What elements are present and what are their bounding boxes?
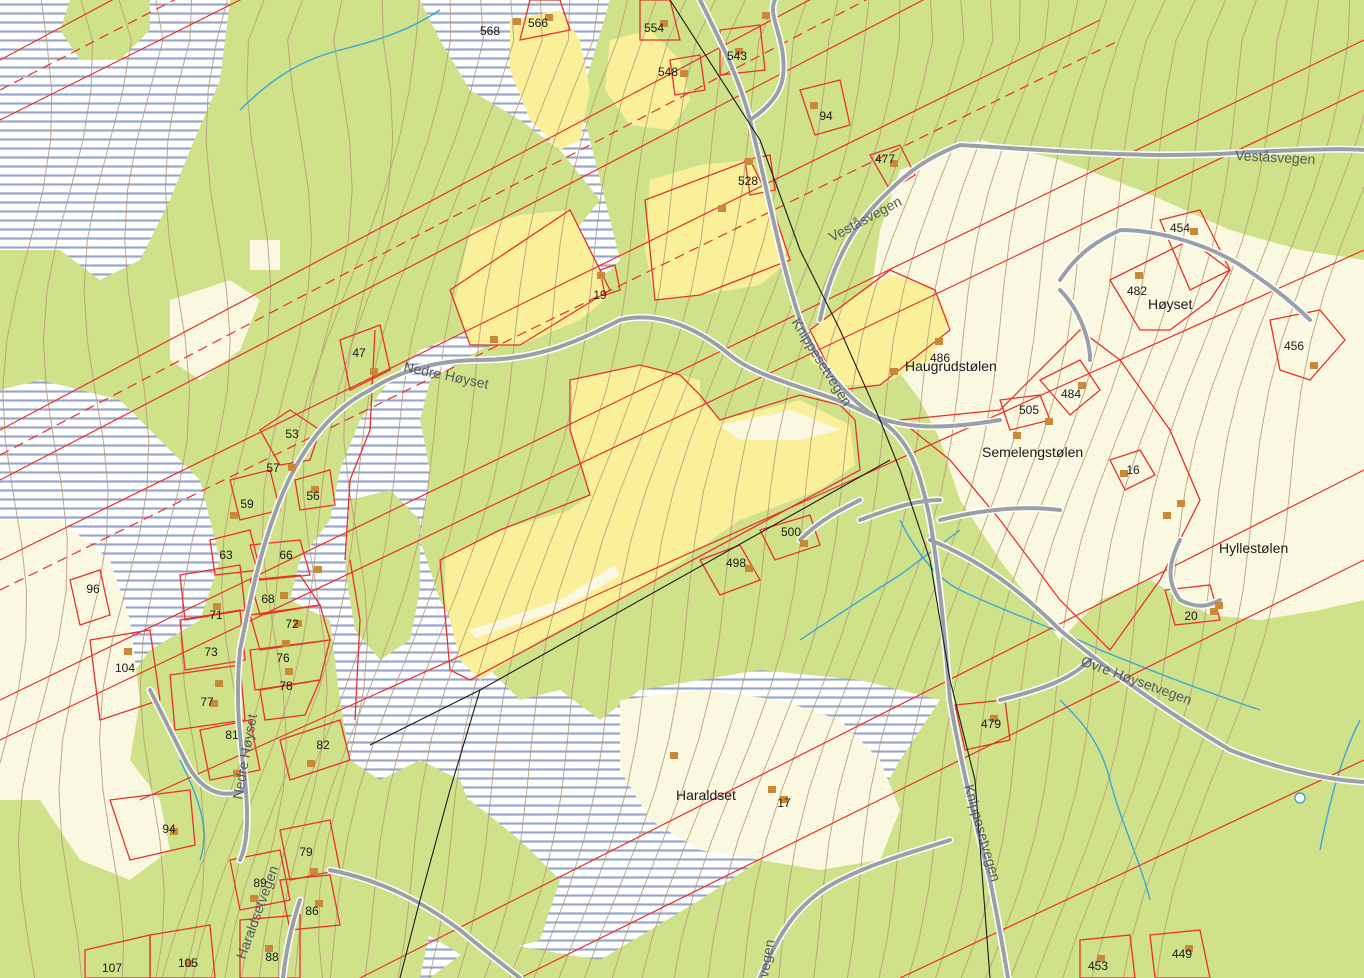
parcel-label: 554 bbox=[644, 21, 664, 35]
parcel-label: 59 bbox=[240, 497, 254, 511]
property-parcels bbox=[69, 0, 1346, 978]
parcel-label: 47 bbox=[352, 346, 366, 360]
power-lines bbox=[369, 0, 991, 978]
parcel-label: 53 bbox=[285, 427, 299, 441]
parcel-label: 73 bbox=[204, 645, 218, 659]
parcel-label: 57 bbox=[266, 461, 280, 475]
parcel-label: 19 bbox=[593, 288, 607, 302]
parcel-label: 17 bbox=[777, 796, 791, 810]
parcel-label: 456 bbox=[1284, 339, 1304, 353]
parcel-label: 94 bbox=[819, 109, 833, 123]
parcel-label: 16 bbox=[1126, 463, 1140, 477]
place-label-hyllestolen: Hyllestølen bbox=[1219, 540, 1288, 556]
parcel-label: 453 bbox=[1088, 959, 1108, 973]
roads bbox=[146, 0, 1364, 978]
parcel-label: 454 bbox=[1170, 221, 1190, 235]
parcel-label: 77 bbox=[200, 695, 214, 709]
parcel-label: 68 bbox=[261, 592, 275, 606]
place-label-semelengstolen: Semelengstølen bbox=[982, 444, 1083, 460]
parcel-label: 486 bbox=[930, 351, 950, 365]
parcel-label: 498 bbox=[726, 556, 746, 570]
parcel-label: 96 bbox=[86, 582, 100, 596]
place-label-haraldset: Haraldset bbox=[676, 787, 736, 803]
parcel-label: 94 bbox=[162, 822, 176, 836]
buildings bbox=[124, 12, 1318, 967]
parcel-label: 566 bbox=[528, 16, 548, 30]
parcel-label: 63 bbox=[219, 548, 233, 562]
parcel-label: 76 bbox=[276, 651, 290, 665]
farmland-light-patches bbox=[470, 410, 840, 638]
parcel-label: 20 bbox=[1184, 609, 1198, 623]
parcel-label: 82 bbox=[316, 738, 330, 752]
parcel-label: 107 bbox=[102, 961, 122, 975]
parcel-label: 81 bbox=[225, 728, 239, 742]
parcel-label: 479 bbox=[981, 717, 1001, 731]
parcel-label: 548 bbox=[658, 65, 678, 79]
parcel-label: 104 bbox=[115, 661, 135, 675]
parcel-label: 72 bbox=[285, 617, 299, 631]
parcel-label: 484 bbox=[1061, 387, 1081, 401]
parcel-label: 505 bbox=[1019, 403, 1039, 417]
parcel-label: 500 bbox=[781, 525, 801, 539]
parcel-label: 66 bbox=[279, 548, 293, 562]
parcel-label: 56 bbox=[306, 489, 320, 503]
parcel-label: 482 bbox=[1127, 284, 1147, 298]
parcel-label: 105 bbox=[178, 956, 198, 970]
parcel-label: 528 bbox=[738, 174, 758, 188]
parcel-label: 89 bbox=[253, 876, 267, 890]
place-label-haugrudstolen: Haugrudstølen bbox=[905, 358, 997, 374]
place-label-hoyset: Høyset bbox=[1148, 296, 1192, 312]
parcel-label: 78 bbox=[279, 679, 293, 693]
road-label-vegen: vegen bbox=[755, 938, 777, 978]
parcel-label: 543 bbox=[727, 49, 747, 63]
parcel-label: 568 bbox=[480, 24, 500, 38]
parcel-label: 86 bbox=[305, 904, 319, 918]
parcel-label: 88 bbox=[265, 950, 279, 964]
farmland-areas bbox=[445, 10, 950, 680]
parcel-label: 79 bbox=[299, 845, 313, 859]
road-label-vestasvegen: Veståsvegen bbox=[1235, 147, 1316, 167]
parcel-label: 449 bbox=[1172, 947, 1192, 961]
parcel-label: 71 bbox=[209, 608, 223, 622]
parcel-label: 477 bbox=[875, 152, 895, 166]
